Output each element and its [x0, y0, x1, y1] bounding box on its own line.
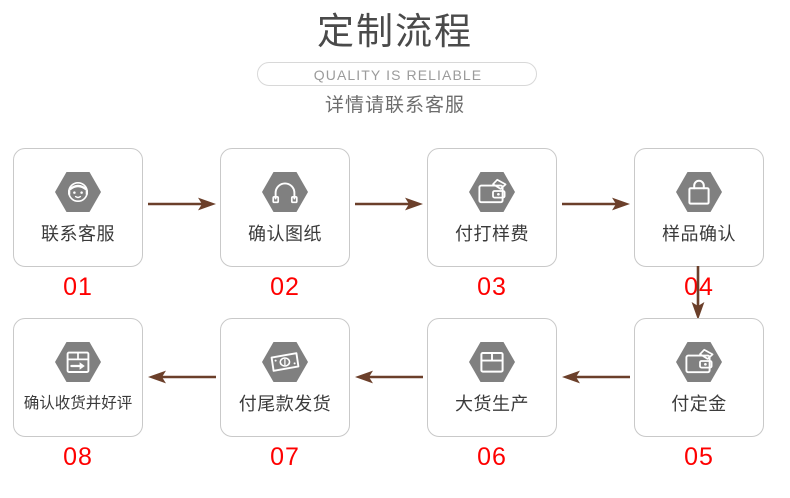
- flow-step-06-number: 06: [477, 443, 507, 471]
- flow-step-02-label: 确认图纸: [248, 224, 322, 244]
- flow-step-07-label: 付尾款发货: [238, 394, 332, 414]
- page-subtitle: 详情请联系客服: [324, 95, 465, 116]
- arrow-04-to-05: [688, 266, 708, 325]
- box-delivery-arrow-icon: [55, 341, 101, 383]
- banknote-money-icon: [262, 341, 308, 383]
- flow-step-06[interactable]: 大货生产: [427, 318, 557, 437]
- flow-step-04[interactable]: 样品确认: [634, 148, 764, 267]
- arrow-03-to-04: [562, 194, 630, 219]
- flow-step-06-label: 大货生产: [455, 394, 529, 414]
- arrow-05-to-06: [562, 367, 630, 392]
- flow-step-08-label: 确认收货并好评: [23, 395, 133, 412]
- flow-step-03-label: 付打样费: [455, 224, 529, 244]
- flow-step-05-number: 05: [684, 443, 714, 471]
- flow-step-03[interactable]: 付打样费: [427, 148, 557, 267]
- package-box-icon: [469, 341, 515, 383]
- arrow-02-to-03: [355, 194, 423, 219]
- arrow-06-to-07: [355, 367, 423, 392]
- flow-step-03-number: 03: [477, 273, 507, 301]
- wallet-payment-icon: [676, 341, 722, 383]
- flow-step-07-number: 07: [270, 443, 300, 471]
- quality-badge-label: QUALITY IS RELIABLE: [313, 67, 483, 83]
- flow-step-05-label: 付定金: [671, 394, 727, 414]
- flow-step-08-number: 08: [63, 443, 93, 471]
- process-flow-diagram: 联系客服 01 确认图纸 02 付打样费 03: [0, 132, 790, 498]
- arrow-01-to-02: [148, 194, 216, 219]
- flow-step-01[interactable]: 联系客服: [13, 148, 143, 267]
- headset-icon: [262, 171, 308, 213]
- flow-step-05[interactable]: 付定金: [634, 318, 764, 437]
- arrow-07-to-08: [148, 367, 216, 392]
- flow-step-08[interactable]: 确认收货并好评: [13, 318, 143, 437]
- flow-step-01-number: 01: [63, 273, 93, 301]
- flow-step-02[interactable]: 确认图纸: [220, 148, 350, 267]
- flow-step-02-number: 02: [270, 273, 300, 301]
- wallet-payment-icon: [469, 171, 515, 213]
- customer-service-person-icon: [55, 171, 101, 213]
- flow-step-04-label: 样品确认: [662, 224, 736, 244]
- flow-step-07[interactable]: 付尾款发货: [220, 318, 350, 437]
- flow-step-01-label: 联系客服: [41, 224, 115, 244]
- page-header: 定制流程 QUALITY IS RELIABLE 详情请联系客服: [0, 0, 790, 132]
- page-title: 定制流程: [317, 11, 473, 52]
- quality-badge: QUALITY IS RELIABLE: [257, 62, 537, 86]
- shopping-bag-icon: [676, 171, 722, 213]
